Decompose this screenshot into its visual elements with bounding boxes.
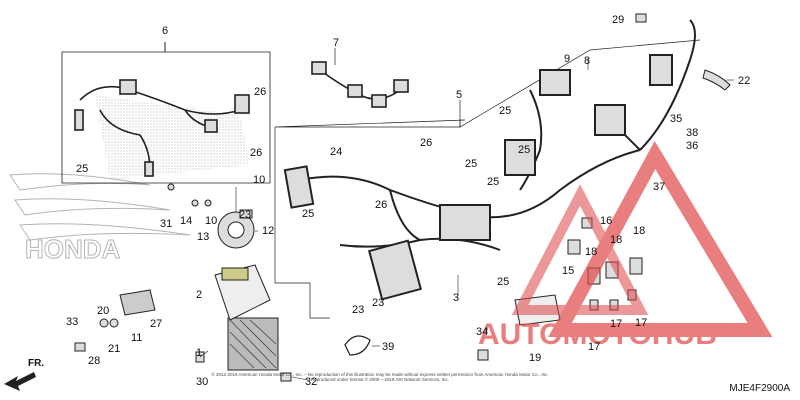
callout-11: 11 (131, 332, 142, 344)
callout-25: 25 (76, 163, 88, 175)
callout-17: 17 (635, 317, 647, 329)
callout-27: 27 (150, 318, 162, 330)
callout-18: 18 (633, 225, 645, 237)
harness-shading (95, 95, 250, 180)
bracket-2 (214, 264, 271, 321)
callout-23: 23 (372, 297, 384, 309)
honda-wing-watermark: HONDA (9, 173, 191, 265)
clamp-22 (702, 69, 731, 91)
fr-label: FR. (28, 358, 44, 369)
callout-12: 12 (262, 225, 274, 237)
callout-39: 39 (382, 341, 394, 353)
callout-2: 2 (196, 289, 202, 301)
callout-35: 35 (670, 113, 682, 125)
callout-31: 31 (160, 218, 172, 230)
callout-9: 9 (564, 53, 570, 65)
callout-38: 38 (686, 127, 698, 139)
callout-26: 26 (254, 86, 266, 98)
callout-30: 30 (196, 376, 208, 388)
callout-26: 26 (420, 137, 432, 149)
callout-6: 6 (162, 25, 168, 37)
callout-7: 7 (333, 37, 339, 49)
footer-line-2: Reproduced under license © 2000 – 2019 A… (311, 377, 449, 382)
callout-8: 8 (584, 55, 590, 67)
footer-line-1: © 2012-2019 American Honda Motor Co., In… (211, 372, 549, 377)
callout-13: 13 (197, 231, 209, 243)
callout-10: 10 (205, 215, 217, 227)
callout-25: 25 (499, 105, 511, 117)
callout-36: 36 (686, 140, 698, 152)
callout-23: 23 (239, 209, 251, 221)
automotohub-watermark: AUTOMOTOHUB (478, 140, 773, 351)
callout-23: 23 (352, 304, 364, 316)
callout-25: 25 (487, 176, 499, 188)
front-direction-arrow: FR. (4, 358, 44, 391)
honda-wordmark: HONDA (25, 234, 121, 264)
callout-37: 37 (653, 181, 665, 193)
main-wire-harness-5 (283, 19, 696, 301)
callout-28: 28 (88, 355, 100, 367)
callout-25: 25 (518, 144, 530, 156)
callout-22: 22 (738, 75, 750, 87)
callout-3: 3 (453, 292, 459, 304)
callout-16: 16 (600, 215, 612, 227)
sub-harness-7 (311, 61, 409, 108)
callout-10: 10 (253, 174, 265, 186)
callout-26: 26 (375, 199, 387, 211)
callout-24: 24 (330, 146, 342, 158)
callout-29: 29 (612, 14, 624, 26)
sub-harness-6 (74, 79, 250, 177)
callout-33: 33 (66, 316, 78, 328)
callout-21: 21 (108, 343, 120, 355)
horn-12 (217, 209, 255, 249)
watermark-text: AUTOMOTOHUB (478, 318, 717, 351)
bracket-20 (119, 289, 156, 316)
callout-20: 20 (97, 305, 109, 317)
callout-18: 18 (610, 234, 622, 246)
callout-25: 25 (302, 208, 314, 220)
callout-32: 32 (305, 376, 317, 388)
callout-26: 26 (250, 147, 262, 159)
callout-17: 17 (610, 318, 622, 330)
diagram-code: MJE4F2900A (729, 383, 790, 394)
callout-18: 18 (585, 246, 597, 258)
callout-34: 34 (476, 326, 488, 338)
callout-14: 14 (180, 215, 192, 227)
callout-17: 17 (588, 341, 600, 353)
clamp-39 (344, 335, 371, 356)
callout-15: 15 (562, 265, 574, 277)
callout-19: 19 (529, 352, 541, 364)
callout-25: 25 (465, 158, 477, 170)
callout-1: 1 (196, 347, 202, 359)
regulator-rectifier-1 (227, 317, 279, 371)
group-box-6 (61, 51, 271, 184)
copyright-footer: © 2012-2019 American Honda Motor Co., In… (200, 372, 560, 382)
callout-25: 25 (497, 276, 509, 288)
callout-5: 5 (456, 89, 462, 101)
